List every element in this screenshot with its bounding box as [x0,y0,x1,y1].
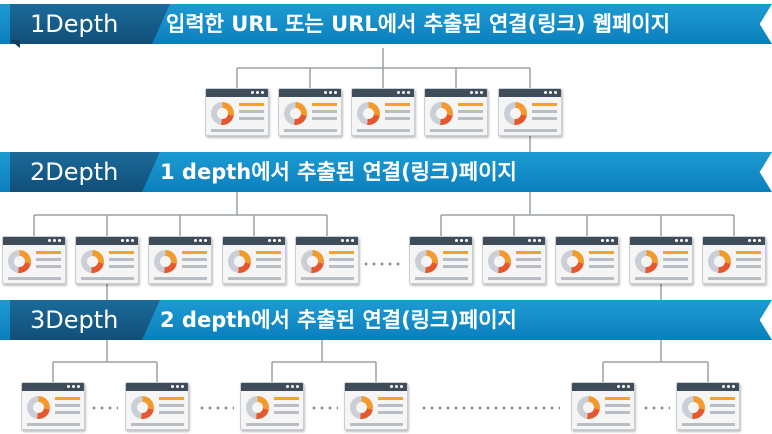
webpage-window-icon [222,236,286,284]
webpage-window-icon [75,236,139,284]
ellipsis-dots [362,262,404,266]
ellipsis-dots [198,406,234,410]
webpage-window-icon [148,236,212,284]
ellipsis-dots [90,406,118,410]
webpage-window-icon [676,382,740,430]
depth-band-3-label: 3Depth [10,300,160,340]
webpage-window-icon [702,236,766,284]
webpage-window-icon [125,382,189,430]
depth-band-1-label: 1Depth [10,4,170,44]
depth-band-2-label: 2Depth [10,152,160,192]
depth-band-2-description: 1 depth에서 추출된 연결(링크)페이지 [160,160,517,184]
webpage-window-icon [351,88,415,136]
depth-band-3: 3Depth 2 depth에서 추출된 연결(링크)페이지 [0,300,772,340]
depth-band-3-description: 2 depth에서 추출된 연결(링크)페이지 [160,308,517,332]
webpage-window-icon [571,382,635,430]
webpage-window-icon [295,236,359,284]
webpage-window-icon [424,88,488,136]
ellipsis-dots [420,406,560,410]
ellipsis-dots [310,406,338,410]
webpage-window-icon [278,88,342,136]
depth-band-1-description: 입력한 URL 또는 URL에서 추출된 연결(링크) 웹페이지 [166,12,671,36]
webpage-window-icon [629,236,693,284]
ellipsis-dots [642,406,670,410]
webpage-window-icon [482,236,546,284]
webpage-window-icon [2,236,66,284]
webpage-window-icon [409,236,473,284]
depth-band-2: 2Depth 1 depth에서 추출된 연결(링크)페이지 [0,152,772,192]
depth-band-1-shadow [10,40,20,48]
webpage-window-icon [555,236,619,284]
webpage-window-icon [498,88,562,136]
webpage-window-icon [240,382,304,430]
depth-band-1: 1Depth 입력한 URL 또는 URL에서 추출된 연결(링크) 웹페이지 [0,4,772,44]
webpage-window-icon [205,88,269,136]
webpage-window-icon [21,382,85,430]
webpage-window-icon [344,382,408,430]
